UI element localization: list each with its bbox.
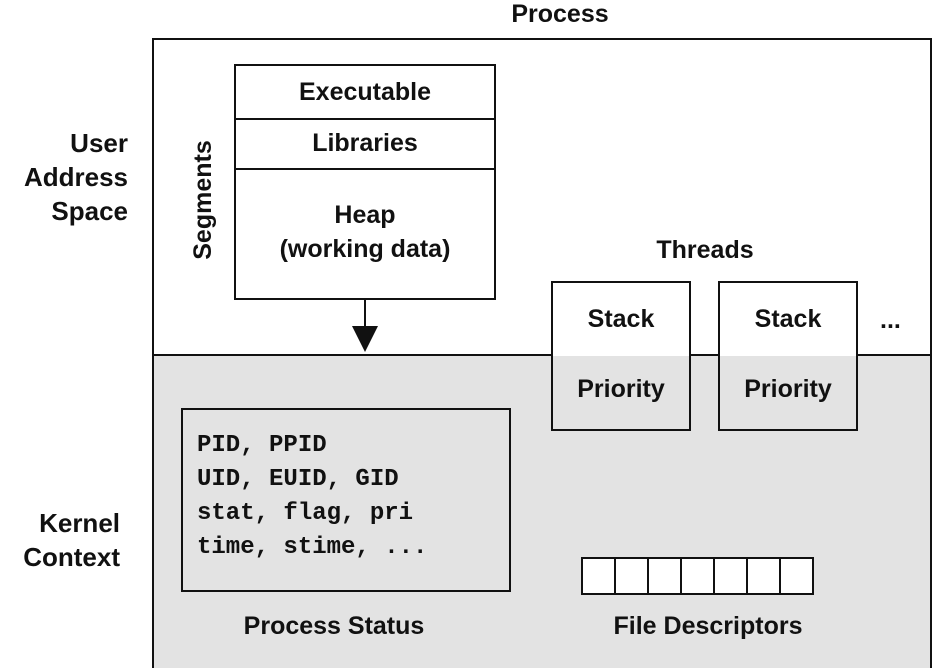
- thread-1-priority: Priority: [577, 375, 665, 403]
- thread-1: Stack Priority: [551, 281, 691, 431]
- context-label-line: Context: [23, 542, 120, 572]
- thread-2-stack-cell: [720, 283, 856, 356]
- segment-heap: Heap (working data): [236, 198, 494, 266]
- file-descriptor-slot: [713, 557, 748, 595]
- file-descriptor-slot: [779, 557, 814, 595]
- file-descriptor-table: [581, 557, 814, 595]
- thread-1-priority-cell: [553, 356, 689, 429]
- thread-2-priority: Priority: [744, 375, 832, 403]
- file-descriptor-slot: [647, 557, 682, 595]
- status-line-pid: PID, PPID: [197, 432, 327, 459]
- file-descriptor-slot: [614, 557, 649, 595]
- thread-2: Stack Priority: [718, 281, 858, 431]
- status-line-stat: stat, flag, pri: [197, 500, 414, 527]
- heap-working-data-line: (working data): [279, 235, 451, 263]
- more-threads-ellipsis: ...: [880, 306, 901, 334]
- thread-1-stack-cell: [553, 283, 689, 356]
- segments-stack: Executable Libraries Heap (working data): [234, 64, 496, 300]
- user-label-line: User: [70, 128, 128, 158]
- status-line-time: time, stime, ...: [197, 534, 428, 561]
- segment-executable: Executable: [236, 66, 494, 120]
- heap-line: Heap: [334, 201, 396, 229]
- process-status-box: PID, PPID UID, EUID, GID stat, flag, pri…: [181, 408, 511, 592]
- file-descriptor-slot: [581, 557, 616, 595]
- segment-libraries: Libraries: [236, 118, 494, 170]
- user-address-space-label: User Address Space: [0, 126, 128, 228]
- file-descriptors-label: File Descriptors: [613, 612, 803, 640]
- thread-1-stack: Stack: [587, 305, 655, 333]
- file-descriptor-slot: [680, 557, 715, 595]
- threads-label: Threads: [656, 236, 754, 264]
- file-descriptor-slot: [746, 557, 781, 595]
- address-label-line: Address: [23, 162, 128, 192]
- thread-2-priority-cell: [720, 356, 856, 429]
- process-status-label: Process Status: [243, 612, 425, 640]
- heap-arrow-shaft: [364, 300, 366, 328]
- heap-arrow-head: [352, 326, 378, 352]
- kernel-label-line: Kernel: [39, 508, 120, 538]
- space-label-line: Space: [51, 196, 128, 226]
- diagram-title: Process: [511, 0, 609, 28]
- kernel-context-label: Kernel Context: [0, 506, 120, 574]
- segments-label: Segments: [189, 140, 217, 260]
- thread-2-stack: Stack: [754, 305, 822, 333]
- status-line-uid: UID, EUID, GID: [197, 466, 399, 493]
